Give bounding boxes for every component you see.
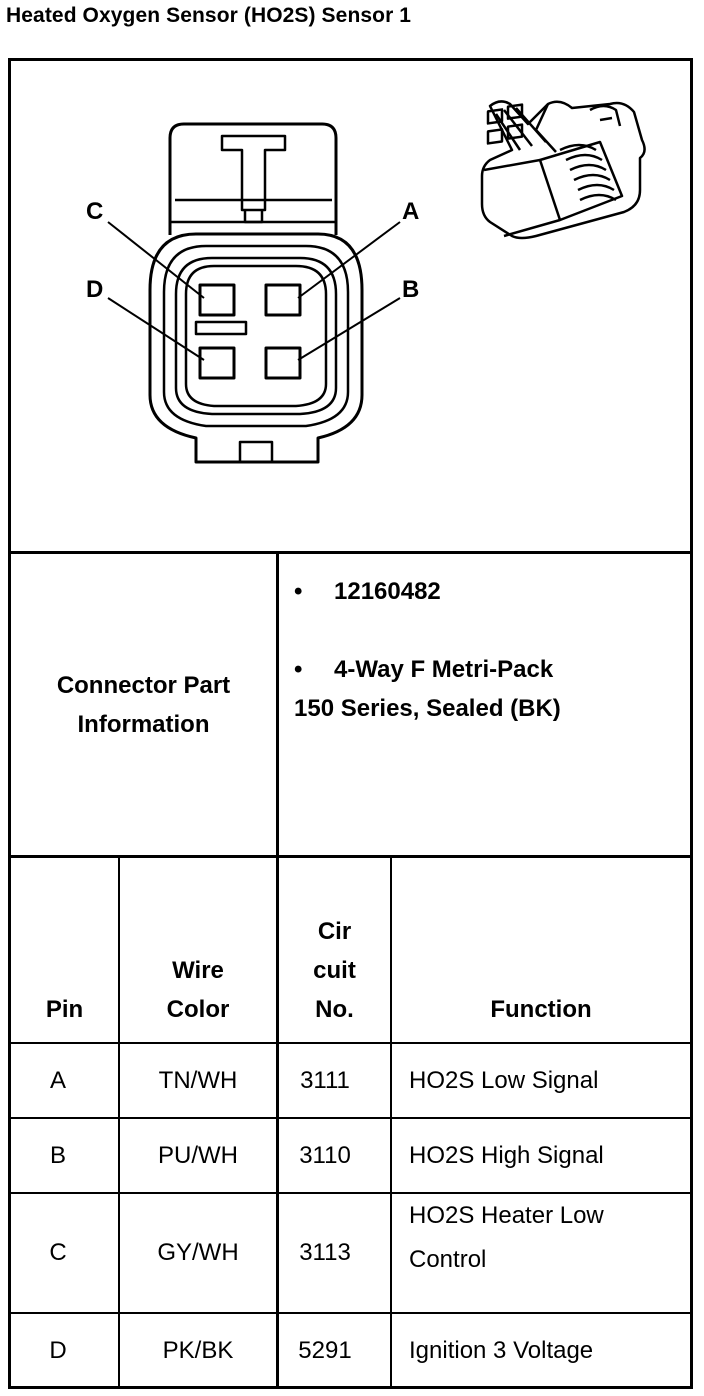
divider	[276, 553, 279, 1388]
cell-pin: C	[49, 1239, 67, 1266]
cell-pin: D	[49, 1336, 67, 1364]
cell-circuit: 3110	[299, 1141, 351, 1169]
header-pin-text: Pin	[45, 995, 84, 1023]
cell-function: HO2S Low Signal	[409, 1066, 599, 1094]
header-cir-line3: No.	[315, 996, 354, 1023]
connector-part-label-line2: Information	[77, 710, 210, 738]
part-number-item: •12160482	[294, 578, 441, 605]
connector-description-line2: 150 Series, Sealed (BK)	[294, 695, 561, 722]
divider	[8, 1042, 693, 1044]
divider	[8, 1117, 693, 1119]
header-pin: Pin	[11, 990, 118, 1029]
connector-part-details: •12160482 •4-Way F Metri-Pack 150 Series…	[294, 572, 561, 728]
pin-label-c: C	[86, 198, 104, 225]
connector-description-line1: 4-Way F Metri-Pack	[334, 656, 554, 683]
cell-wire-color: PK/BK	[162, 1336, 234, 1364]
cell-circuit: 3113	[299, 1239, 351, 1266]
divider	[8, 855, 693, 858]
part-number: 12160482	[334, 578, 441, 605]
header-circuit-no: Cir cuit No.	[279, 911, 390, 1030]
header-cir-line2: cuit	[313, 957, 356, 984]
divider	[8, 1312, 693, 1314]
pin-label-d: D	[86, 276, 104, 303]
cell-circuit: 5291	[298, 1336, 352, 1364]
divider	[8, 1192, 693, 1194]
pin-label-b: B	[402, 276, 420, 303]
cell-function: HO2S Heater Low Control	[409, 1194, 689, 1312]
header-function-text: Function	[490, 995, 592, 1023]
cell-wire-color: PU/WH	[158, 1141, 238, 1169]
connector-part-label-line1: Connector Part	[56, 671, 231, 699]
cell-circuit: 3111	[300, 1066, 350, 1094]
cell-function: HO2S High Signal	[409, 1141, 604, 1169]
connector-part-label: Connector Part Information	[11, 554, 276, 855]
cell-pin: A	[49, 1066, 66, 1094]
cell-function-line2: Control	[409, 1246, 487, 1273]
cell-wire-color: GY/WH	[157, 1239, 239, 1266]
divider	[8, 551, 693, 554]
cell-pin: B	[49, 1141, 66, 1169]
divider	[118, 857, 120, 1388]
header-wire-line1: Wire	[172, 957, 224, 984]
cell-function-line1: HO2S Heater Low	[409, 1202, 604, 1229]
cell-wire-color: TN/WH	[158, 1066, 238, 1094]
cell-function: Ignition 3 Voltage	[409, 1336, 594, 1364]
connector-description-item: •4-Way F Metri-Pack	[294, 656, 554, 683]
header-wire-color: Wire Color	[120, 950, 276, 1030]
header-cir-line1: Cir	[317, 918, 352, 945]
header-function: Function	[392, 990, 690, 1029]
page-title: Heated Oxygen Sensor (HO2S) Sensor 1	[6, 4, 412, 27]
divider	[390, 857, 392, 1388]
spacer	[294, 611, 561, 650]
connector-face-diagram	[107, 100, 646, 464]
header-wire-line2: Color	[166, 996, 230, 1023]
pin-label-a: A	[402, 198, 420, 225]
connector-table-frame	[8, 58, 693, 1389]
